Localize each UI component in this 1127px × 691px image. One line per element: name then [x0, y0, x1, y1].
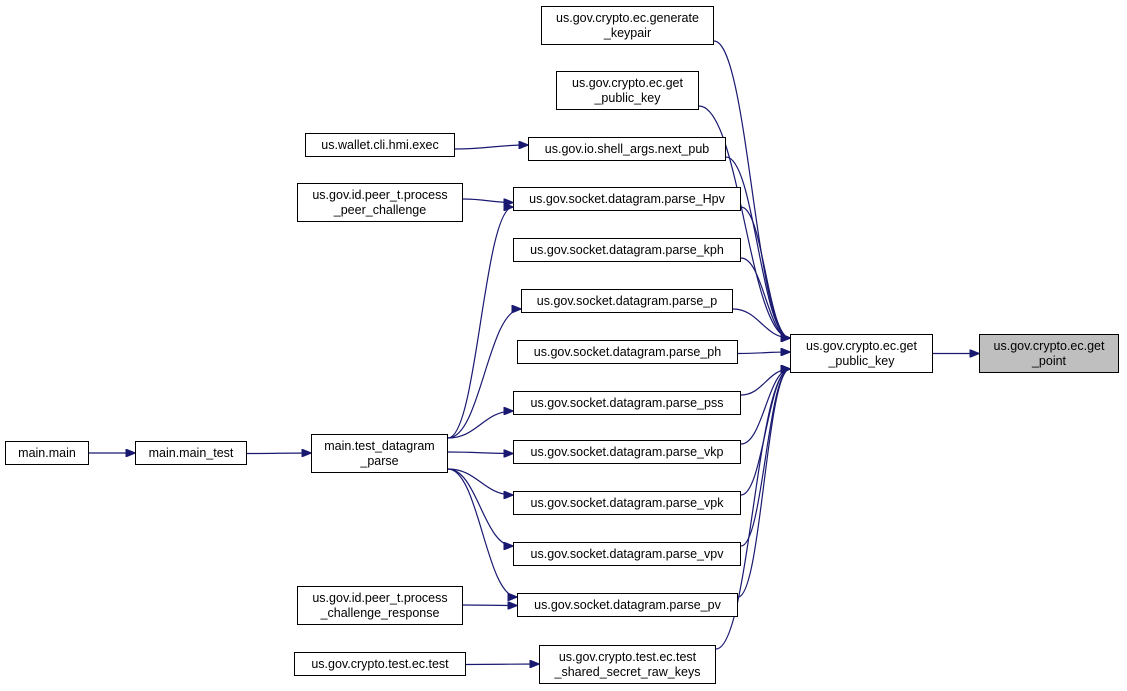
node-label-line: us.gov.crypto.ec.get — [572, 75, 683, 90]
node-label-line: us.gov.id.peer_t.process — [312, 590, 448, 605]
edge-parse-pv-to-get-public-key-main — [737, 369, 790, 598]
node-parse-hpv[interactable]: us.gov.socket.datagram.parse_Hpv — [513, 187, 741, 211]
node-label-line: _public_key — [594, 90, 661, 105]
node-label-line: us.wallet.cli.hmi.exec — [321, 137, 439, 152]
node-label-line: _parse — [360, 453, 399, 468]
node-generate-keypair[interactable]: us.gov.crypto.ec.generate _keypair — [541, 6, 714, 45]
node-parse-p[interactable]: us.gov.socket.datagram.parse_p — [521, 289, 733, 313]
node-label-line: main.main_test — [148, 445, 234, 460]
node-parse-pss[interactable]: us.gov.socket.datagram.parse_pss — [513, 391, 741, 415]
node-next-pub[interactable]: us.gov.io.shell_args.next_pub — [528, 137, 726, 161]
edge-test-datagram-parse-to-parse-pss — [447, 411, 513, 439]
edge-parse-hpv-to-get-public-key-main — [740, 206, 790, 338]
node-label-line: us.gov.io.shell_args.next_pub — [544, 141, 710, 156]
node-label-line: us.gov.crypto.test.ec.test — [558, 649, 697, 664]
node-get-public-key[interactable]: us.gov.crypto.ec.get _public_key — [790, 334, 933, 373]
node-label-line: _keypair — [603, 25, 652, 40]
node-main-main[interactable]: main.main — [5, 441, 89, 465]
edge-test-datagram-parse-to-parse-vkp — [447, 452, 513, 454]
node-label-line: us.gov.id.peer_t.process — [312, 187, 448, 202]
node-label-line: us.gov.socket.datagram.parse_kph — [530, 242, 724, 257]
node-get-point: us.gov.crypto.ec.get _point — [979, 334, 1119, 373]
node-test-shared-secret-raw-keys[interactable]: us.gov.crypto.test.ec.test _shared_secre… — [539, 645, 716, 684]
edge-test-shared-secret-to-get-public-key-main — [715, 369, 790, 650]
node-label-line: us.gov.socket.datagram.parse_vpk — [530, 495, 724, 510]
node-ec-test[interactable]: us.gov.crypto.test.ec.test — [294, 652, 466, 676]
node-label-line: main.main — [18, 445, 76, 460]
node-label-line: us.gov.socket.datagram.parse_p — [536, 293, 718, 308]
node-label-line: _challenge_response — [320, 605, 440, 620]
edges-layer — [89, 40, 979, 665]
node-get-public-key-overload[interactable]: us.gov.crypto.ec.get _public_key — [556, 71, 699, 110]
edge-test-datagram-parse-to-parse-p — [447, 309, 521, 439]
node-label-line: _shared_secret_raw_keys — [554, 664, 701, 679]
node-label-line: us.gov.crypto.test.ec.test — [311, 656, 449, 671]
edge-process-challenge-response-to-parse-pv — [462, 605, 517, 606]
node-label-line: _public_key — [828, 353, 895, 368]
edge-ec-test-to-test-shared-secret — [465, 664, 539, 665]
node-hmi-exec[interactable]: us.wallet.cli.hmi.exec — [305, 133, 455, 157]
node-label-line: us.gov.socket.datagram.parse_vpv — [530, 546, 724, 561]
node-label-line: us.gov.socket.datagram.parse_pv — [534, 597, 721, 612]
node-parse-ph[interactable]: us.gov.socket.datagram.parse_ph — [517, 340, 738, 364]
node-test-datagram-parse[interactable]: main.test_datagram _parse — [311, 434, 448, 473]
node-label-line: _point — [1031, 353, 1067, 368]
edge-parse-p-to-get-public-key-main — [732, 308, 790, 338]
node-parse-kph[interactable]: us.gov.socket.datagram.parse_kph — [513, 238, 741, 262]
node-label-line: _peer_challenge — [333, 202, 427, 217]
node-label-line: us.gov.socket.datagram.parse_ph — [533, 344, 722, 359]
node-parse-vpv[interactable]: us.gov.socket.datagram.parse_vpv — [513, 542, 741, 566]
node-label-line: us.gov.crypto.ec.get — [806, 338, 917, 353]
node-label-line: us.gov.crypto.ec.get — [993, 338, 1105, 353]
node-parse-vpk[interactable]: us.gov.socket.datagram.parse_vpk — [513, 491, 741, 515]
node-parse-vkp[interactable]: us.gov.socket.datagram.parse_vkp — [513, 440, 741, 464]
node-label-line: us.gov.crypto.ec.generate — [556, 10, 699, 25]
edge-test-datagram-parse-to-parse-vpk — [447, 468, 513, 495]
edge-test-datagram-parse-to-parse-vpv — [447, 468, 513, 546]
edge-get-public-key-overload-to-get-public-key-main — [698, 105, 790, 338]
node-label-line: us.gov.socket.datagram.parse_pss — [530, 395, 724, 410]
edge-hmi-exec-to-next-pub — [454, 145, 528, 150]
node-main-test[interactable]: main.main_test — [135, 441, 247, 465]
edge-test-datagram-parse-to-parse-hpv — [447, 207, 513, 439]
node-label-line: us.gov.socket.datagram.parse_vkp — [530, 444, 724, 459]
edge-parse-vpv-to-get-public-key-main — [740, 369, 790, 547]
node-label-line: main.test_datagram — [324, 438, 435, 453]
edge-main-test-to-test-datagram-parse — [246, 453, 311, 454]
edge-parse-ph-to-get-public-key-main — [737, 352, 790, 354]
node-label-line: us.gov.socket.datagram.parse_Hpv — [529, 191, 725, 206]
edge-process-peer-challenge-to-parse-hpv — [462, 198, 513, 203]
edge-next-pub-to-get-public-key-main — [725, 156, 790, 338]
node-parse-pv[interactable]: us.gov.socket.datagram.parse_pv — [517, 593, 738, 617]
edge-test-datagram-parse-to-parse-pv — [447, 468, 517, 597]
node-process-challenge-response[interactable]: us.gov.id.peer_t.process _challenge_resp… — [297, 586, 463, 625]
node-process-peer-challenge[interactable]: us.gov.id.peer_t.process _peer_challenge — [297, 183, 463, 222]
